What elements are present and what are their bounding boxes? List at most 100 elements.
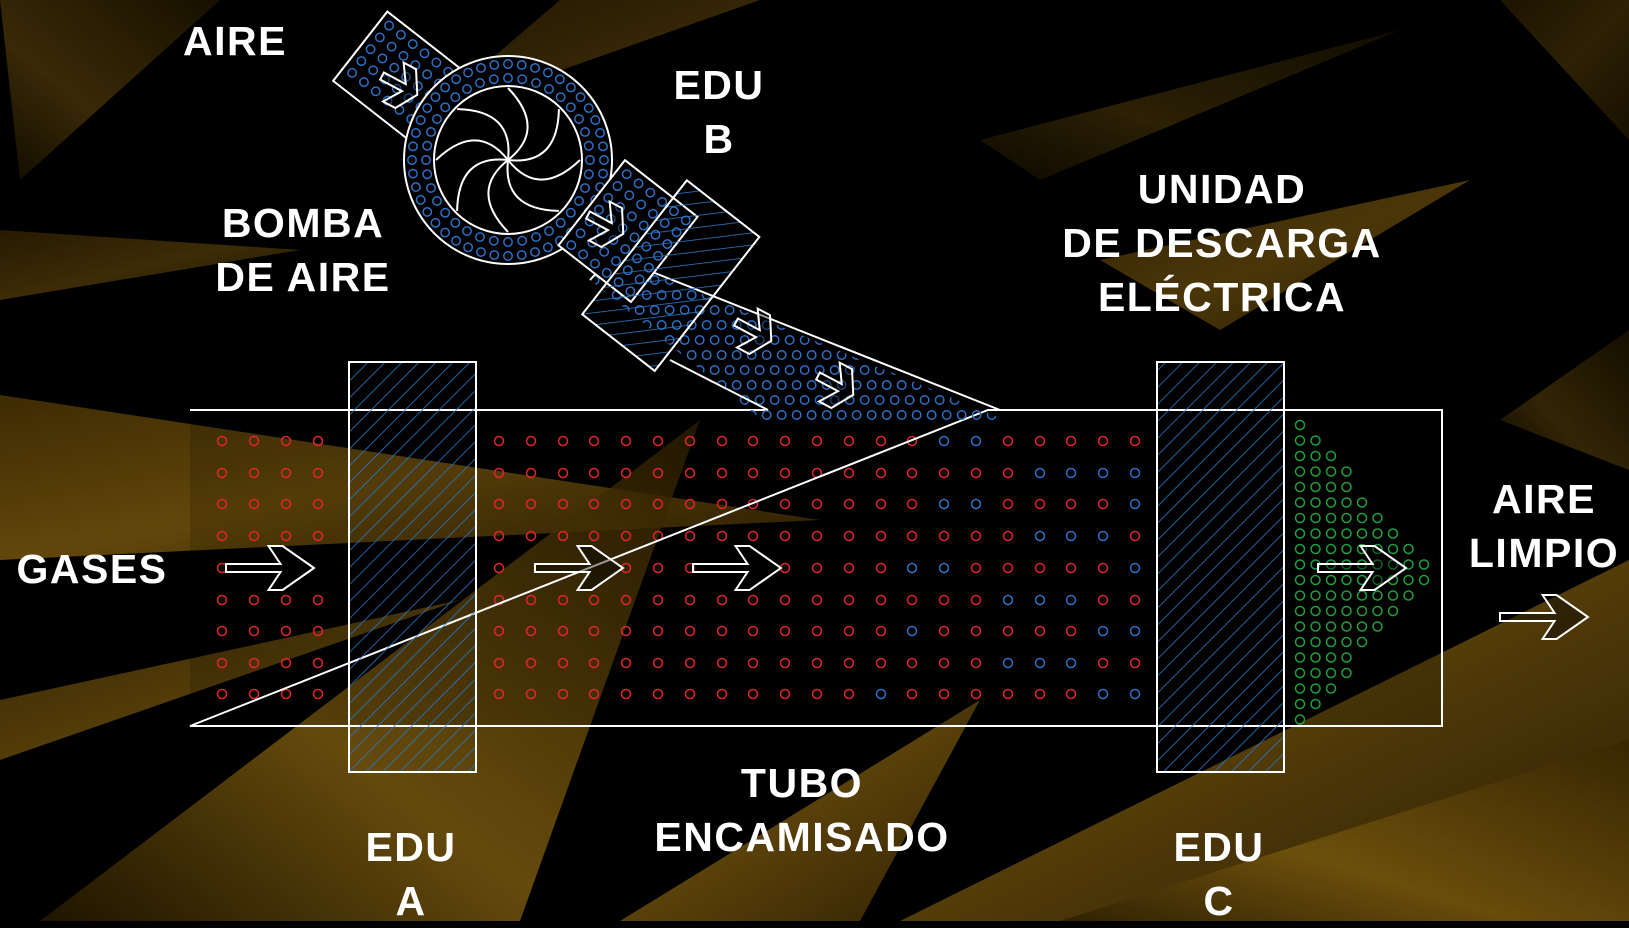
clean-air-particle: [1403, 543, 1414, 555]
air-particle: [503, 237, 513, 247]
air-particle: [580, 183, 591, 193]
air-particle: [595, 128, 606, 138]
air-particle: [875, 246, 883, 254]
clean-air-particle: [1310, 636, 1321, 648]
air-particle: [422, 169, 433, 180]
air-particle: [836, 260, 847, 270]
clean-air-particle: [1325, 466, 1337, 477]
pollutant-particle: [280, 435, 292, 447]
clean-air-particle: [1325, 543, 1337, 555]
pollutant-particle: [248, 625, 260, 637]
air-particle: [621, 169, 632, 180]
pollutant-particle: [1002, 530, 1014, 542]
pollutant-particle: [1002, 498, 1014, 510]
clean-air-particle: [1387, 528, 1399, 539]
pollutant-particle: [1034, 435, 1046, 447]
air-particle: [949, 365, 960, 375]
air-particle: [761, 290, 772, 300]
label-edu-c: EDU C: [1173, 824, 1265, 924]
clean-air-particle: [1294, 435, 1306, 446]
clean-air-particle: [1403, 574, 1414, 586]
air-particle: [836, 350, 847, 360]
pollutant-particle: [620, 498, 632, 510]
air-particle: [904, 305, 915, 315]
pollutant-particle: [493, 435, 505, 447]
air-particle: [398, 50, 409, 61]
clean-air-particle: [1325, 636, 1337, 648]
label-edu-b: EDU B: [673, 62, 765, 162]
clean-air-particle: [1294, 543, 1306, 555]
air-particle: [619, 395, 630, 405]
pollutant-particle: [312, 530, 324, 542]
pollutant-particle: [1129, 594, 1141, 606]
clean-air-particle: [1294, 497, 1306, 508]
air-particle: [994, 395, 1005, 405]
air-particle: [769, 305, 780, 315]
air-particle: [784, 335, 795, 345]
clean-air-particle: [1356, 497, 1368, 508]
pollutant-particle: [493, 688, 505, 700]
air-particle: [949, 395, 960, 405]
air-particle: [949, 275, 960, 285]
air-particle: [800, 246, 808, 254]
air-particle: [395, 29, 406, 40]
air-particle: [701, 320, 712, 330]
pollutant-particle: [312, 625, 324, 637]
air-particle: [776, 350, 787, 360]
pollutant-particle: [684, 657, 696, 669]
air-particle: [971, 350, 982, 360]
pollutant-particle: [684, 562, 696, 574]
pollutant-particle: [843, 562, 855, 574]
air-particle: [889, 335, 900, 345]
air-particle: [911, 380, 922, 390]
air-particle: [829, 395, 840, 405]
air-particle: [620, 244, 631, 255]
pollutant-particle: [811, 530, 823, 542]
pollutant-particle: [875, 435, 887, 447]
pollutant-particle: [875, 498, 887, 510]
pollutant-particle: [1065, 467, 1077, 479]
pollutant-particle: [1002, 688, 1014, 700]
air-particle: [746, 380, 757, 390]
air-particle: [881, 410, 892, 420]
clean-air-particle: [1294, 559, 1306, 570]
air-particle: [578, 249, 589, 260]
pollutant-particle: [493, 498, 505, 510]
air-particle: [401, 71, 412, 82]
pollutant-particle: [525, 625, 537, 637]
air-particle: [896, 260, 907, 270]
air-particle: [450, 92, 461, 103]
air-particle: [956, 320, 967, 330]
pollutant-particle: [906, 562, 918, 574]
pollutant-particle: [1097, 657, 1109, 669]
clean-air-particle: [1356, 621, 1368, 632]
air-particle: [1001, 380, 1005, 390]
air-particle: [881, 260, 892, 270]
air-particle: [994, 335, 1005, 345]
air-particle: [724, 305, 735, 315]
air-particle: [575, 228, 586, 239]
air-particle: [649, 395, 660, 405]
pollutant-particle: [652, 467, 664, 479]
pollutant-particle: [1065, 562, 1077, 574]
pollutant-particle: [652, 688, 664, 700]
air-particle: [791, 290, 802, 300]
clean-air-particle: [1310, 528, 1321, 539]
air-particle: [934, 305, 945, 315]
pollutant-particle: [970, 498, 982, 510]
pollutant-particle: [493, 657, 505, 669]
air-particle: [904, 275, 915, 285]
air-particle: [619, 365, 630, 375]
air-particle: [475, 232, 485, 243]
pollutant-particle: [1065, 435, 1077, 447]
pollutant-particle: [970, 467, 982, 479]
air-particle: [890, 246, 898, 254]
air-particle: [791, 260, 802, 270]
pollutant-particle: [493, 467, 505, 479]
pollutant-particle: [843, 467, 855, 479]
air-particle: [462, 84, 472, 94]
air-particle: [701, 350, 712, 360]
air-particle: [626, 211, 637, 222]
pollutant-particle: [557, 594, 569, 606]
air-particle: [412, 81, 423, 92]
